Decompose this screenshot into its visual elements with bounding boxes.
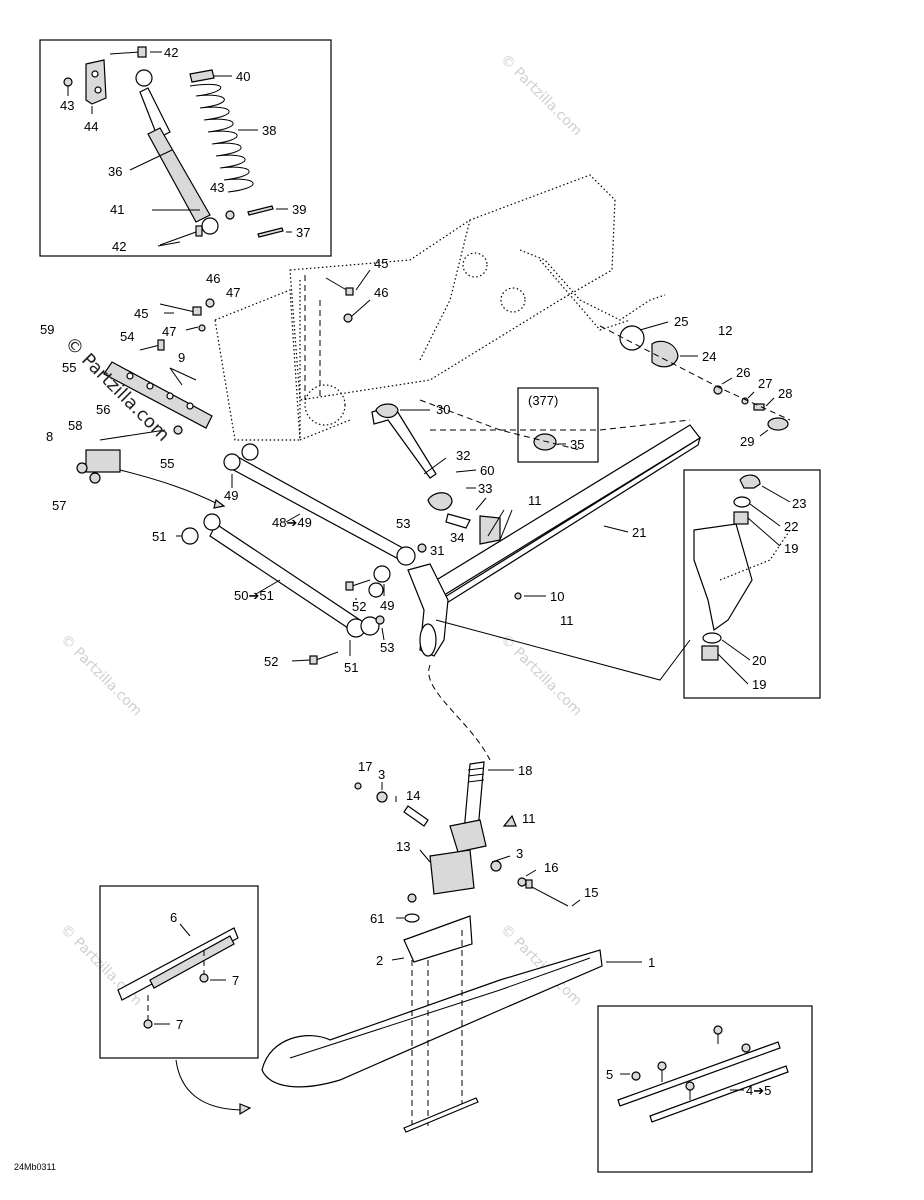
callout-18: 18 bbox=[518, 763, 532, 778]
callout-46-left: 46 bbox=[206, 271, 220, 286]
callout-37: 37 bbox=[296, 225, 310, 240]
callout-36: 36 bbox=[108, 164, 122, 179]
callout-50-51: 50➔51 bbox=[234, 588, 274, 603]
callout-60: 60 bbox=[480, 463, 494, 478]
callout-13: 13 bbox=[396, 839, 410, 854]
callout-54: 54 bbox=[120, 329, 134, 344]
frame-bolts: 45 46 bbox=[304, 256, 388, 400]
callout-20: 20 bbox=[752, 653, 766, 668]
ski: 61 2 1 bbox=[261, 893, 655, 1133]
callout-55-lower: 55 bbox=[160, 456, 174, 471]
callout-17: 17 bbox=[358, 759, 372, 774]
callout-58: 58 bbox=[68, 418, 82, 433]
callout-32: 32 bbox=[456, 448, 470, 463]
callout-23: 23 bbox=[792, 496, 806, 511]
callout-33: 33 bbox=[478, 481, 492, 496]
callout-27: 27 bbox=[758, 376, 772, 391]
inset-377-label: (377) bbox=[528, 393, 558, 408]
callout-15: 15 bbox=[584, 885, 598, 900]
callout-61: 61 bbox=[370, 911, 384, 926]
callout-1: 1 bbox=[648, 955, 655, 970]
callout-26: 26 bbox=[736, 365, 750, 380]
callout-52: 52 bbox=[352, 599, 366, 614]
callout-5: 5 bbox=[606, 1067, 613, 1082]
callout-53: 53 bbox=[396, 516, 410, 531]
runner-inset-right: 5 4➔5 bbox=[597, 1005, 813, 1173]
callout-59: 59 bbox=[40, 322, 54, 337]
callout-47: 47 bbox=[226, 285, 240, 300]
callout-11-arm: 11 bbox=[560, 613, 574, 628]
callout-52-lower: 52 bbox=[264, 654, 278, 669]
callout-47-left: 47 bbox=[162, 324, 176, 339]
sway-bar-a-arm: 30 32 60 33 11 34 21 10 11 bbox=[371, 399, 702, 761]
watermarks: © Partzilla.com © Partzilla.com © Partzi… bbox=[57, 52, 585, 1010]
axle-parts: 25 12 24 26 27 28 29 bbox=[430, 314, 792, 449]
callout-51: 51 bbox=[152, 529, 166, 544]
callout-51-lower: 51 bbox=[344, 660, 358, 675]
callout-16: 16 bbox=[544, 860, 558, 875]
callout-3: 3 bbox=[378, 767, 385, 782]
spindle: 17 3 18 14 11 13 3 16 15 bbox=[354, 759, 598, 907]
callout-21: 21 bbox=[632, 525, 646, 540]
wear-bar-inset-left: 6 7 7 bbox=[99, 885, 259, 1116]
diagram-code: 24Mb0311 bbox=[14, 1162, 56, 1172]
callout-30: 30 bbox=[436, 402, 450, 417]
callout-41: 41 bbox=[110, 202, 124, 217]
callout-8: 8 bbox=[46, 429, 53, 444]
callout-4-5: 4➔5 bbox=[746, 1083, 771, 1098]
callout-49-top: 49 bbox=[224, 488, 238, 503]
callout-7: 7 bbox=[232, 973, 239, 988]
callout-56: 56 bbox=[96, 402, 110, 417]
callout-43: 43 bbox=[210, 180, 224, 195]
callout-7-lower: 7 bbox=[176, 1017, 183, 1032]
callout-49: 49 bbox=[380, 598, 394, 613]
watermark: © Partzilla.com bbox=[497, 52, 585, 140]
callout-2: 2 bbox=[376, 953, 383, 968]
callout-11: 11 bbox=[528, 493, 542, 508]
callout-55: 55 bbox=[62, 360, 76, 375]
callout-29: 29 bbox=[740, 434, 754, 449]
callout-53-lower: 53 bbox=[380, 640, 394, 655]
inset-377: (377) 35 bbox=[517, 387, 599, 463]
callout-57: 57 bbox=[52, 498, 66, 513]
callout-45: 45 bbox=[374, 256, 388, 271]
watermark: © Partzilla.com bbox=[497, 632, 585, 720]
frame bbox=[214, 174, 666, 441]
callout-9: 9 bbox=[178, 350, 185, 365]
callout-19: 19 bbox=[784, 541, 798, 556]
callout-24: 24 bbox=[702, 349, 716, 364]
callout-14: 14 bbox=[406, 788, 420, 803]
callout-6: 6 bbox=[170, 910, 177, 925]
callout-46: 46 bbox=[374, 285, 388, 300]
callout-40: 40 bbox=[236, 69, 250, 84]
callout-42: 42 bbox=[164, 45, 178, 60]
callout-44: 44 bbox=[84, 119, 98, 134]
watermark: © Partzilla.com bbox=[57, 632, 145, 720]
callout-25: 25 bbox=[674, 314, 688, 329]
callout-39: 39 bbox=[292, 202, 306, 217]
callout-38: 38 bbox=[262, 123, 276, 138]
shock-absorber-inset: 42 40 38 36 43 41 39 37 42 43 44 bbox=[39, 39, 332, 257]
callout-45-left: 45 bbox=[134, 306, 148, 321]
callout-28: 28 bbox=[778, 386, 792, 401]
watermark: © Partzilla.com bbox=[57, 922, 145, 1010]
callout-34: 34 bbox=[450, 530, 464, 545]
callout-19-lower: 19 bbox=[752, 677, 766, 692]
callout-11-spindle: 11 bbox=[522, 811, 536, 826]
callout-31: 31 bbox=[430, 543, 444, 558]
callout-10: 10 bbox=[550, 589, 564, 604]
radius-rods: 49 48➔49 51 53 31 49 50➔51 52 53 52 51 bbox=[152, 443, 444, 675]
bushing-inset: 23 22 19 20 19 bbox=[683, 469, 821, 699]
callout-42-bottom: 42 bbox=[112, 239, 126, 254]
callout-22: 22 bbox=[784, 519, 798, 534]
callout-48-49: 48➔49 bbox=[272, 515, 312, 530]
left-bracket: 46 47 45 47 59 54 9 55 56 58 8 55 57 © P… bbox=[40, 271, 240, 513]
callout-3-lower: 3 bbox=[516, 846, 523, 861]
callout-43-left: 43 bbox=[60, 98, 74, 113]
callout-12: 12 bbox=[718, 323, 732, 338]
